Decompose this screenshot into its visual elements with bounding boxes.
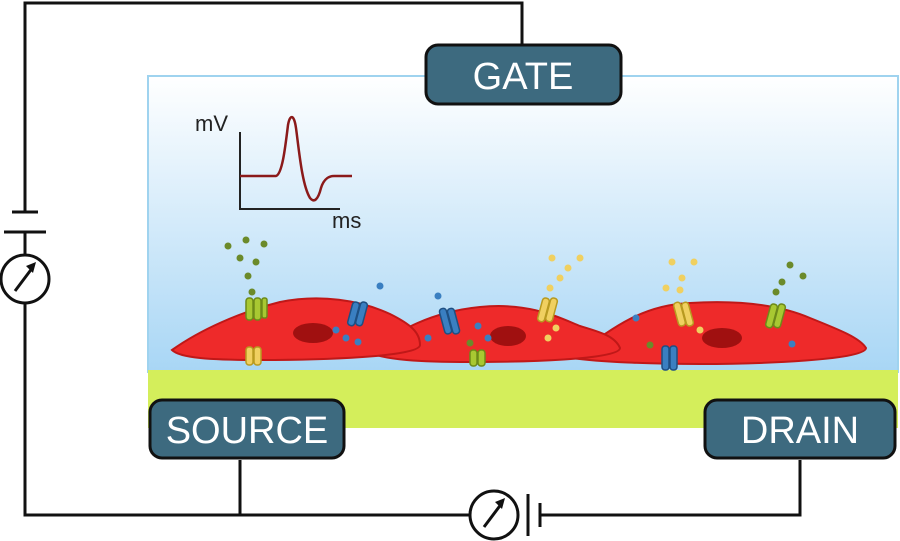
ion-channel-yellow <box>536 297 559 323</box>
ion-channel-green <box>469 349 486 367</box>
action-potential-trace <box>240 115 352 202</box>
ion-channel-green <box>764 303 787 329</box>
circuit-wires <box>23 1 802 517</box>
ion-channel-green <box>245 297 268 321</box>
source-terminal: SOURCE <box>148 398 346 460</box>
ion-channels <box>245 297 787 371</box>
ammeter-icon <box>0 253 51 305</box>
nucleus <box>702 328 742 348</box>
action-potential-inset: mV ms <box>195 111 361 233</box>
drain-terminal: DRAIN <box>703 398 897 460</box>
battery-icon <box>4 210 46 234</box>
battery-icon <box>526 494 542 536</box>
inset-y-axis-label: mV <box>195 111 228 136</box>
inset-axes <box>239 132 340 210</box>
ion-channel-yellow <box>672 301 695 327</box>
inset-x-axis-label: ms <box>332 208 361 233</box>
gate-label: GATE <box>473 56 574 98</box>
ion-particles <box>224 236 807 349</box>
gate-terminal: GATE <box>424 43 623 106</box>
source-label: SOURCE <box>166 410 329 452</box>
ammeter-icon <box>468 489 520 541</box>
nucleus <box>490 326 526 346</box>
nucleus <box>293 323 333 343</box>
ion-channel-blue <box>661 345 678 371</box>
ion-channel-yellow <box>245 346 262 366</box>
ion-channel-blue <box>438 307 461 335</box>
drain-label: DRAIN <box>741 410 859 452</box>
cell-layer <box>170 297 868 366</box>
ion-channel-blue <box>346 301 369 327</box>
